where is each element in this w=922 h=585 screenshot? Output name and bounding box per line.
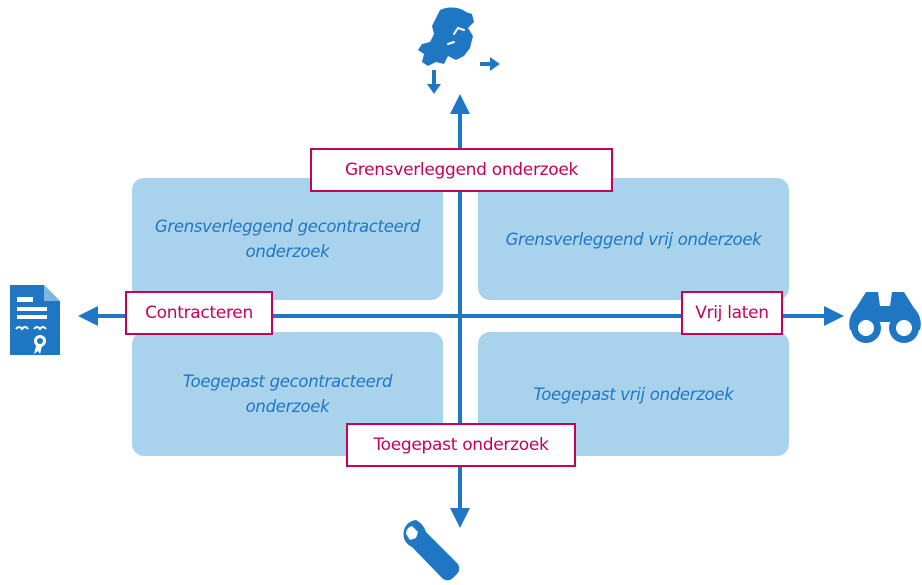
binoculars-icon <box>849 292 921 343</box>
quadrant-bottom-left-label: Toegepast gecontracteerd onderzoek <box>182 372 393 416</box>
label-vrij-laten: Vrij laten <box>681 291 783 335</box>
quadrant-top-left-label: Grensverleggend gecontracteerd onderzoek <box>154 217 421 261</box>
quadrant-bottom-right-label: Toegepast vrij onderzoek <box>533 384 734 404</box>
quadrant-top-right: Grensverleggend vrij onderzoek <box>478 178 789 300</box>
netherlands-map-icon <box>418 7 500 94</box>
label-toegepast-onderzoek: Toegepast onderzoek <box>346 423 576 467</box>
arrow-left <box>78 306 98 326</box>
wrench-icon <box>403 520 460 581</box>
label-contracteren: Contracteren <box>125 291 273 335</box>
quadrant-top-left: Grensverleggend gecontracteerd onderzoek <box>132 178 443 300</box>
arrow-down <box>450 508 470 528</box>
arrow-up <box>450 94 470 114</box>
arrow-right <box>824 306 844 326</box>
quadrant-top-right-label: Grensverleggend vrij onderzoek <box>505 229 762 249</box>
label-grensverleggend-onderzoek: Grensverleggend onderzoek <box>310 148 613 192</box>
contract-document-icon <box>10 285 60 355</box>
